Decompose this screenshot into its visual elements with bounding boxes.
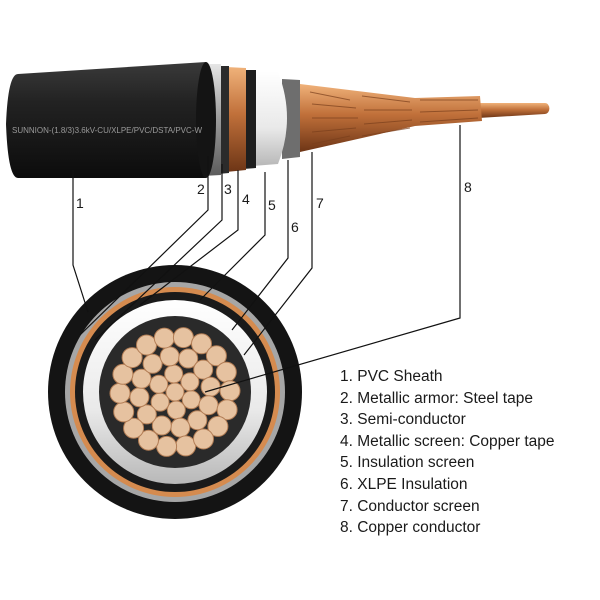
legend-item: 8. Copper conductor: [340, 519, 481, 537]
conductor-strand: [164, 364, 184, 384]
conductor-strand: [198, 395, 219, 416]
conductor-strand: [138, 429, 159, 451]
conductor-strand: [112, 363, 134, 385]
jacket-print: SUNNION-(1.8/3)3.6kV-CU/XLPE/PVC/DSTA/PV…: [12, 126, 202, 135]
conductor-strand: [170, 417, 191, 438]
conductor-strand: [113, 401, 135, 423]
legend-item: 2. Metallic armor: Steel tape: [340, 389, 533, 407]
conductor-strand: [216, 399, 238, 421]
conductor-strand: [123, 417, 145, 439]
conductor-strand: [151, 415, 172, 436]
conductor-strand: [159, 346, 180, 367]
conductor-strand: [207, 415, 229, 437]
legend-item: 4. Metallic screen: Copper tape: [340, 432, 555, 450]
conductor-strand: [172, 327, 194, 349]
layer-legend: 1. PVC Sheath 2. Metallic armor: Steel t…: [340, 366, 555, 539]
leader-lines: [72, 125, 461, 393]
conductor-strand: [219, 380, 241, 402]
conductor-strand: [136, 404, 157, 425]
conductor-strand: [178, 348, 199, 369]
conductor-strand: [200, 376, 221, 397]
conductor-strand: [205, 345, 227, 367]
conductor-strand: [142, 353, 163, 374]
cable-side-view: SUNNION-(1.8/3)3.6kV-CU/XLPE/PVC/DSTA/PV…: [6, 62, 550, 178]
conductor-strand: [193, 359, 214, 380]
conductor-strand: [156, 435, 178, 457]
conductor-tip: [478, 103, 550, 118]
legend-item: 6. XLPE Insulation: [340, 475, 468, 493]
conductor-strands: [109, 327, 241, 457]
conductor-strand: [193, 428, 214, 450]
legend-item: 3. Semi-conductor: [340, 411, 466, 429]
conductor-strand: [215, 361, 237, 383]
callout-1: 1: [76, 195, 84, 211]
callout-7: 7: [316, 195, 324, 211]
cable-cross-section: [48, 265, 302, 519]
legend-item: 5. Insulation screen: [340, 454, 475, 472]
callout-8: 8: [464, 179, 472, 195]
xlpe-insulation: [253, 71, 287, 166]
pvc-sheath-jacket: [6, 62, 206, 178]
callout-5: 5: [268, 197, 276, 213]
callout-2: 2: [197, 181, 205, 197]
copper-conductor: [300, 84, 482, 152]
callout-3: 3: [224, 181, 232, 197]
conductor-strand: [129, 387, 150, 408]
callout-6: 6: [291, 219, 299, 235]
conductor-strand: [180, 372, 200, 392]
conductor-screen: [282, 79, 300, 159]
conductor-strand: [187, 410, 208, 431]
conductor-strand: [175, 435, 197, 457]
conductor-strand: [109, 382, 131, 404]
conductor-strand: [121, 347, 143, 369]
insulation-screen: [243, 70, 256, 169]
callout-4: 4: [242, 191, 250, 207]
conductor-strand: [136, 334, 157, 356]
conductor-strand: [166, 400, 186, 420]
legend-item: 7. Conductor screen: [340, 497, 480, 515]
conductor-strand: [191, 333, 212, 355]
conductor-strand: [153, 327, 175, 349]
copper-tape: [226, 67, 246, 172]
legend-item: 1. PVC Sheath: [340, 368, 443, 385]
